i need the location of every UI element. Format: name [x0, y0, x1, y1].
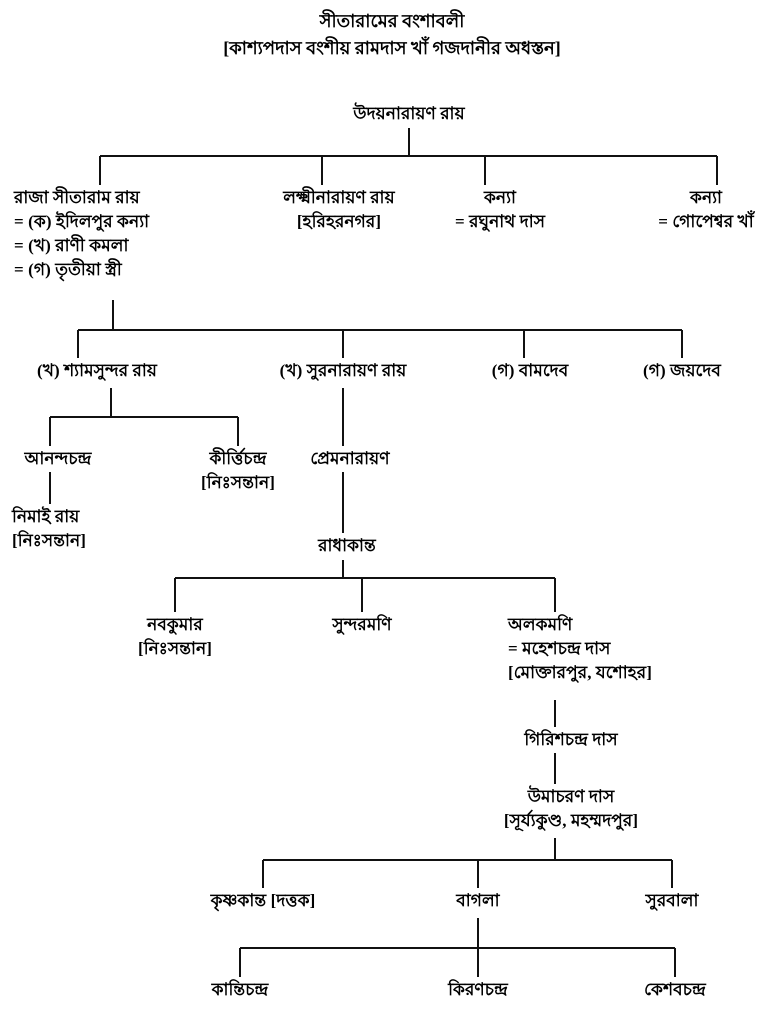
- node-kirtichandra: কীর্ত্তিচন্দ্র [নিঃসন্তান]: [201, 447, 275, 495]
- node-line: উমাচরণ দাস: [527, 787, 615, 806]
- node-line: = মহেশচন্দ্র দাস: [508, 639, 611, 659]
- page-title: সীতারামের বংশাবলী: [319, 11, 465, 31]
- node-kiranchandra: কিরণচন্দ্র: [448, 978, 508, 1002]
- node-keshabchandra: কেশবচন্দ্র: [644, 978, 706, 1002]
- node-radhakanta: রাধাকান্ত: [318, 534, 376, 558]
- node-shyamsundar-ray: (খ) শ্যামসুন্দর রায়: [37, 359, 157, 383]
- node-line: সুন্দরমণি: [332, 615, 392, 634]
- node-line: সুরবালা: [645, 891, 699, 910]
- node-line: (গ) জয়দেব: [643, 361, 721, 380]
- node-line: বাগলা: [456, 891, 500, 910]
- node-kanya-gopeshwar-kha: কন্যা = গোপেশ্বর খাঁ: [658, 186, 753, 234]
- node-line: কেশবচন্দ্র: [644, 980, 706, 999]
- node-line: উদয়নারায়ণ রায়: [353, 104, 465, 123]
- page-subtitle: [কাশ্যপদাস বংশীয় রামদাস খাঁ গজদানীর অধস…: [223, 38, 561, 58]
- node-line: প্রেমনারায়ণ: [310, 449, 390, 468]
- node-line: কীর্ত্তিচন্দ্র: [209, 449, 267, 468]
- node-lakshminarayan-ray: লক্ষ্মীনারায়ণ রায় [হরিহরনগর]: [283, 186, 394, 234]
- node-line: নবকুমার: [147, 615, 203, 634]
- node-alakmani: অলকমণি = মহেশচন্দ্র দাস [মোক্তারপুর, যশো…: [508, 613, 652, 685]
- node-line: = (গ) তৃতীয়া স্ত্রী: [14, 260, 122, 280]
- node-line: নিমাই রায়: [12, 507, 80, 526]
- node-line: কান্তিচন্দ্র: [211, 980, 269, 999]
- node-umacharan-das: উমাচরণ দাস [সূর্য্যকুণ্ড, মহম্মদপুর]: [504, 785, 638, 833]
- node-line: কন্যা: [689, 188, 723, 207]
- node-sundarmani: সুন্দরমণি: [332, 613, 391, 637]
- node-line: [হরিহরনগর]: [296, 212, 382, 232]
- node-bagla: বাগলা: [456, 889, 499, 913]
- node-kantichandra: কান্তিচন্দ্র: [212, 978, 269, 1002]
- node-line: রাধাকান্ত: [318, 536, 376, 555]
- node-line: [নিঃসন্তান]: [137, 639, 213, 659]
- node-kanya-raghunath-das: কন্যা = রঘুনাথ দাস: [455, 186, 545, 234]
- node-line: রাজা সীতারাম রায়: [14, 188, 140, 207]
- node-girishchandra-das: গিরিশচন্দ্র দাস: [524, 728, 617, 752]
- node-line: [নিঃসন্তান]: [200, 473, 276, 493]
- node-joydeb: (গ) জয়দেব: [643, 359, 721, 383]
- node-line: গিরিশচন্দ্র দাস: [524, 730, 618, 749]
- node-nimai-ray: নিমাই রায় [নিঃসন্তান]: [12, 505, 86, 553]
- node-line: [সূর্য্যকুণ্ড, মহম্মদপুর]: [503, 811, 639, 831]
- node-bamdeb: (গ) বামদেব: [492, 359, 569, 383]
- node-udaynarayan-ray: উদয়নারায়ণ রায়: [353, 102, 464, 126]
- node-raja-sitaram-ray: রাজা সীতারাম রায় = (ক) ইদিলপুর কন্যা = …: [14, 186, 149, 283]
- node-line: = গোপেশ্বর খাঁ: [658, 212, 754, 232]
- node-line: কিরণচন্দ্র: [448, 980, 508, 999]
- node-surabala: সুরবালা: [646, 889, 699, 913]
- node-line: অলকমণি: [508, 615, 573, 634]
- node-line: (খ) সুরনারায়ণ রায়: [279, 361, 407, 380]
- node-nabakumar: নবকুমার [নিঃসন্তান]: [138, 613, 212, 661]
- node-krishnakanta: কৃষ্ণকান্ত [দত্তক]: [211, 889, 316, 913]
- node-anandachandra: আনন্দচন্দ্র: [24, 447, 91, 471]
- node-surnarayan-ray: (খ) সুরনারায়ণ রায়: [280, 359, 407, 383]
- chart-title-block: সীতারামের বংশাবলী [কাশ্যপদাস বংশীয় রামদ…: [0, 8, 784, 62]
- node-line: কন্যা: [483, 188, 517, 207]
- node-line: [মোক্তারপুর, যশোহর]: [508, 663, 652, 683]
- node-line: (গ) বামদেব: [491, 361, 569, 380]
- node-premnarayan: প্রেমনারায়ণ: [310, 447, 389, 471]
- node-line: = (খ) রাণী কমলা: [14, 236, 129, 256]
- node-line: (খ) শ্যামসুন্দর রায়: [36, 361, 158, 380]
- node-line: আনন্দচন্দ্র: [24, 449, 92, 468]
- node-line: লক্ষ্মীনারায়ণ রায়: [283, 188, 395, 207]
- node-line: = রঘুনাথ দাস: [454, 212, 546, 232]
- node-line: [নিঃসন্তান]: [12, 531, 87, 551]
- node-line: = (ক) ইদিলপুর কন্যা: [14, 212, 150, 232]
- node-line: কৃষ্ণকান্ত [দত্তক]: [210, 891, 316, 910]
